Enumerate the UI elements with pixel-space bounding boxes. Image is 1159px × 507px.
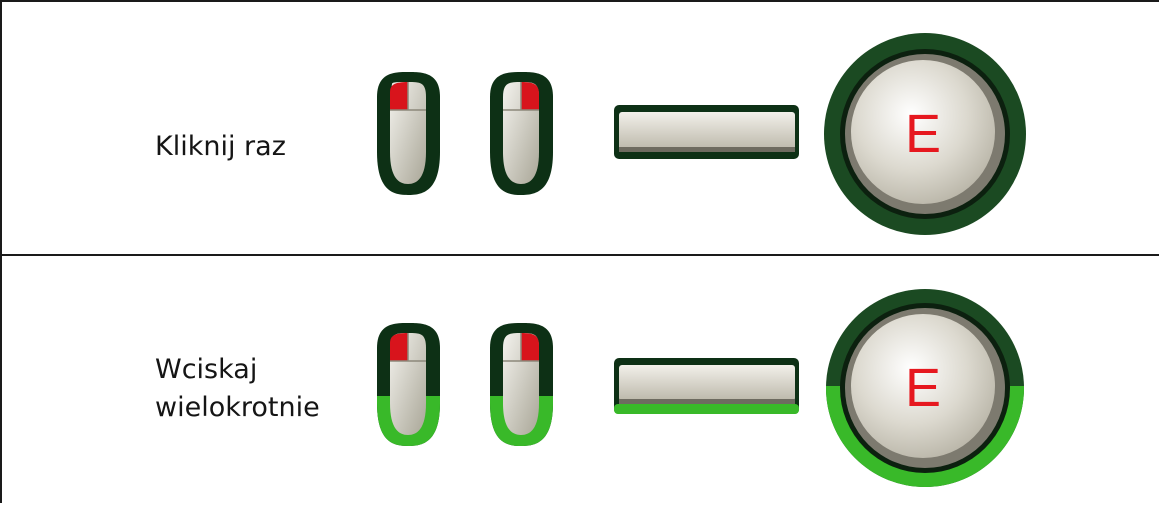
mouse-right-button-icon	[490, 323, 553, 446]
e-key-icon: E	[826, 289, 1024, 487]
row-2-icons: E	[377, 289, 1024, 487]
e-key-icon: E	[824, 33, 1026, 235]
row-label: Kliknij raz	[155, 131, 286, 162]
row-label: Wciskaj wielokrotnie	[155, 354, 320, 423]
row-1-icons: E	[377, 33, 1026, 235]
row-press-repeatedly: Wciskaj wielokrotnie	[2, 254, 1159, 505]
mouse-right-button-icon	[490, 72, 553, 195]
mouse-left-button-icon	[377, 323, 440, 446]
mouse-left-button-icon	[377, 72, 440, 195]
row-single-click: Kliknij raz	[2, 2, 1159, 254]
e-key-letter: E	[905, 104, 941, 164]
e-key-letter: E	[905, 358, 941, 418]
spacebar-key-icon	[614, 358, 799, 414]
spacebar-key-icon	[614, 105, 799, 159]
